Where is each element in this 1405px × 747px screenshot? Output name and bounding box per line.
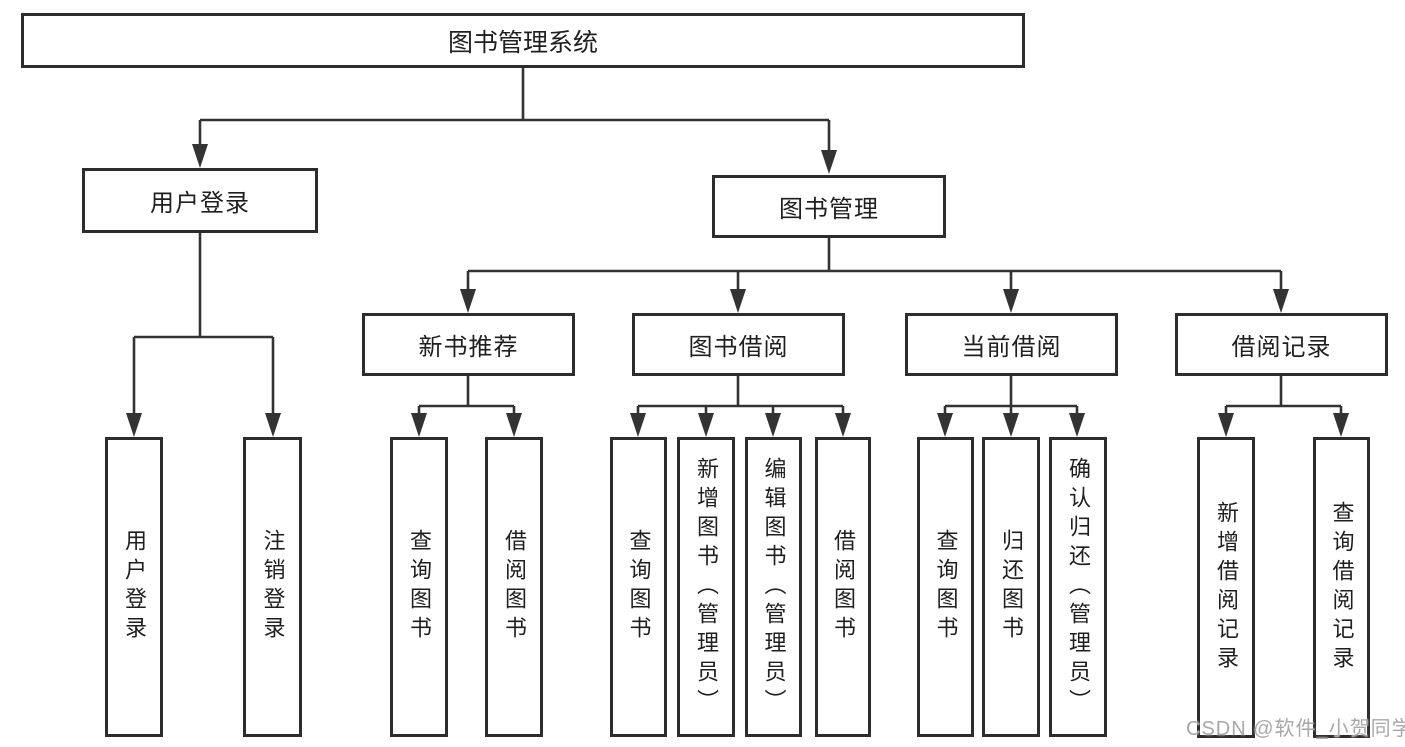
node-new-book-recommend: 新书推荐 [362,313,575,376]
csdn-watermark: CSDN @软件_小贺同学 [1186,718,1405,740]
leaf-add-borrow-record: 新增借阅记录 [1197,437,1255,738]
leaf-query-books-recommend: 查询图书 [390,437,448,737]
leaf-logout: 注销登录 [243,437,302,737]
node-user-login: 用户登录 [82,168,318,233]
leaf-confirm-return-admin: 确认归还（管理员） [1049,437,1107,737]
leaf-borrow-books: 借阅图书 [815,437,871,737]
leaf-borrow-books-recommend: 借阅图书 [485,437,543,737]
leaf-query-borrow-record: 查询借阅记录 [1313,437,1370,738]
node-book-borrow: 图书借阅 [632,313,845,376]
leaf-query-books-current: 查询图书 [917,437,974,737]
node-borrow-records: 借阅记录 [1175,313,1388,376]
leaf-user-login: 用户登录 [105,437,163,737]
leaf-edit-books-admin: 编辑图书（管理员） [745,437,802,737]
node-current-borrow: 当前借阅 [905,313,1118,376]
leaf-add-books-admin: 新增图书（管理员） [677,437,735,737]
node-book-management: 图书管理 [712,175,946,238]
leaf-return-books: 归还图书 [982,437,1040,737]
node-library-management-system: 图书管理系统 [21,13,1025,68]
leaf-query-books-borrow: 查询图书 [610,437,667,737]
